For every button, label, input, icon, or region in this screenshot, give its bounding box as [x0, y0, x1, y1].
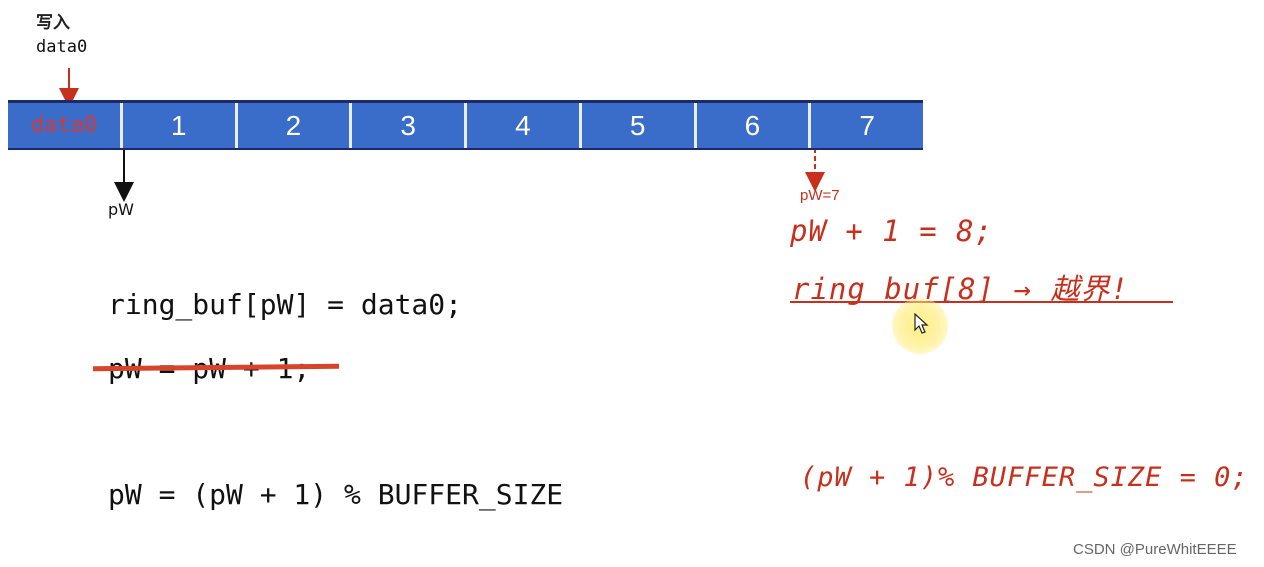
overflow-calc-note: pW + 1 = 8;: [790, 214, 994, 248]
buffer-cell: data0: [8, 103, 123, 148]
code-modulo-line: pW = (pW + 1) % BUFFER_SIZE: [108, 478, 564, 511]
buffer-cell: 3: [352, 103, 467, 148]
incoming-data-label: data0: [36, 37, 88, 57]
buffer-cell: 5: [581, 103, 697, 148]
ring-buffer: data0 1 2 3 4 5 6 7: [8, 100, 923, 150]
code-assign-line: ring_buf[pW] = data0;: [108, 288, 463, 321]
mouse-cursor-icon: [914, 313, 929, 334]
pw7-pointer-label: pW=7: [800, 187, 840, 204]
buffer-cell: 6: [696, 103, 812, 148]
watermark: CSDN @PureWhitEEEE: [1073, 541, 1237, 558]
modulo-result-note: (pW + 1)% BUFFER_SIZE = 0;: [800, 462, 1249, 493]
buffer-cell: 4: [467, 103, 582, 148]
buffer-cell: 1: [122, 103, 238, 148]
write-label: 写入: [36, 13, 70, 33]
pw-pointer-label: pW: [108, 200, 134, 219]
note-underline: [790, 301, 1173, 303]
buffer-cell: 7: [811, 103, 923, 148]
overflow-result-note: ring buf[8] → 越界!: [792, 272, 1129, 306]
buffer-cell: 2: [237, 103, 353, 148]
